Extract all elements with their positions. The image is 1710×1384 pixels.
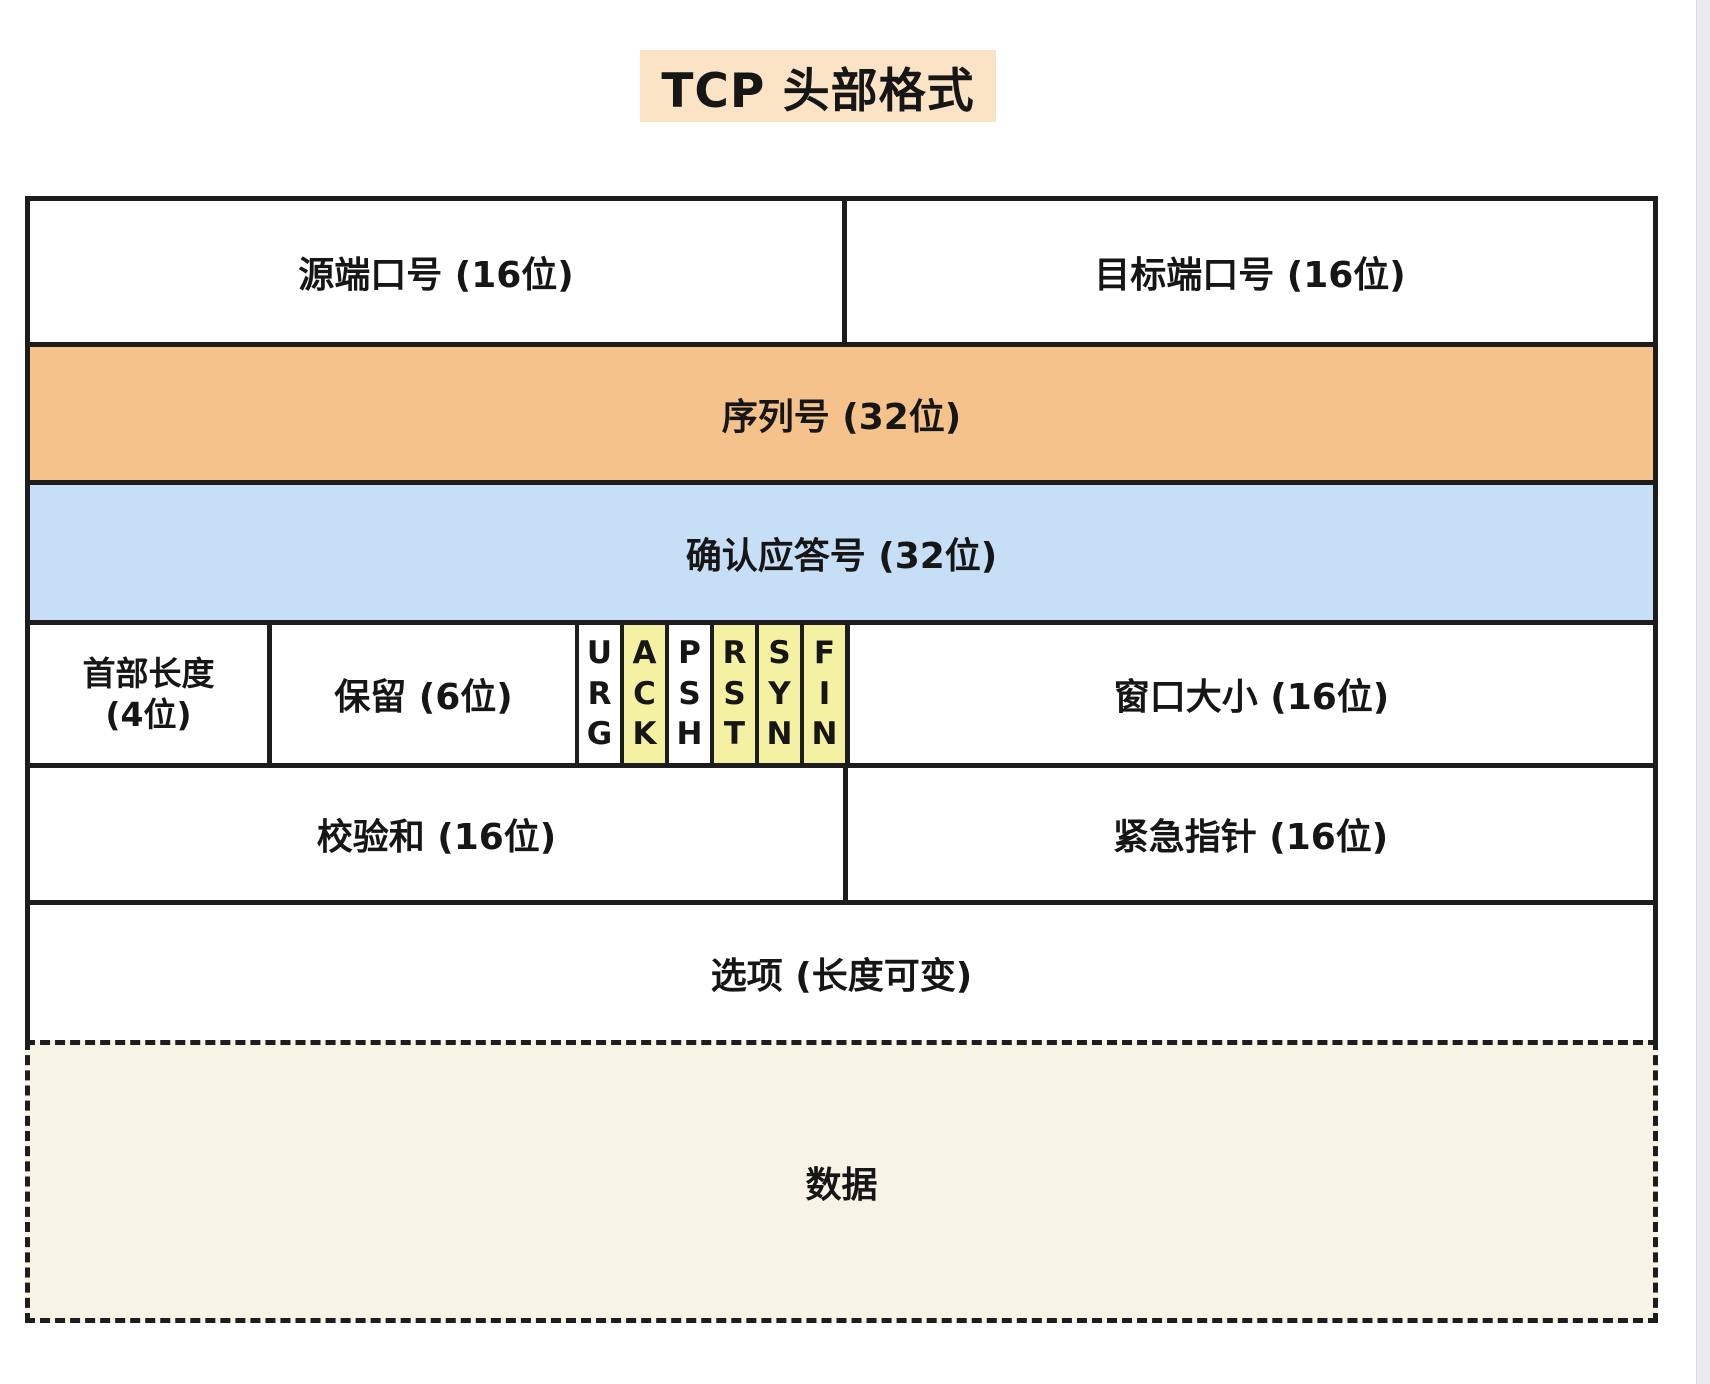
flag-letter: H (676, 715, 703, 752)
flag-letter: S (678, 675, 701, 712)
flag-letter: T (723, 715, 746, 752)
field-data: 数据 (25, 1040, 1658, 1323)
flag-letter: P (678, 635, 701, 672)
flag-letter: N (811, 715, 838, 752)
header-length-line1: 首部长度 (82, 653, 215, 693)
field-sequence-number: 序列号 (32位) (721, 396, 962, 438)
page-title: TCP 头部格式 (640, 50, 996, 122)
row-checksum: 校验和 (16位) 紧急指针 (16位) (25, 763, 1658, 900)
field-urgent-pointer: 紧急指针 (16位) (843, 768, 1653, 900)
flag-letter: N (766, 715, 793, 752)
header-length-line2: (4位) (105, 695, 192, 734)
flag-letter: K (632, 715, 657, 752)
flag-letter: S (723, 675, 746, 712)
flag-letter: U (586, 635, 613, 672)
flag-letter: R (722, 635, 747, 672)
flag-letter: C (633, 675, 656, 712)
field-source-port: 源端口号 (16位) (298, 254, 574, 296)
flag-letter: F (813, 635, 836, 672)
field-reserved: 保留 (6位) (267, 625, 575, 763)
row-sequence: 序列号 (32位) (25, 342, 1658, 480)
flag-letter: G (586, 715, 613, 752)
row-ack: 确认应答号 (32位) (25, 480, 1658, 620)
flag-letter: Y (768, 675, 791, 712)
field-dest-port: 目标端口号 (16位) (842, 201, 1653, 342)
flag-letter: I (818, 675, 831, 712)
flag-letter: S (768, 635, 791, 672)
field-header-length: 首部长度 (4位) (30, 625, 267, 763)
field-options: 选项 (长度可变) (710, 955, 973, 997)
row-options: 选项 (长度可变) (25, 900, 1658, 1040)
row-ports: 源端口号 (16位) 目标端口号 (16位) (25, 196, 1658, 342)
field-checksum: 校验和 (16位) (316, 817, 557, 858)
field-window-size: 窗口大小 (16位) (845, 625, 1653, 763)
tcp-header-table: 源端口号 (16位) 目标端口号 (16位) 序列号 (32位) 确认应答号 (… (25, 196, 1658, 1323)
flag-letter: A (632, 635, 657, 672)
field-ack-number: 确认应答号 (32位) (685, 535, 998, 577)
scrollbar-track[interactable] (1696, 0, 1710, 1384)
flag-letter: R (587, 675, 612, 712)
